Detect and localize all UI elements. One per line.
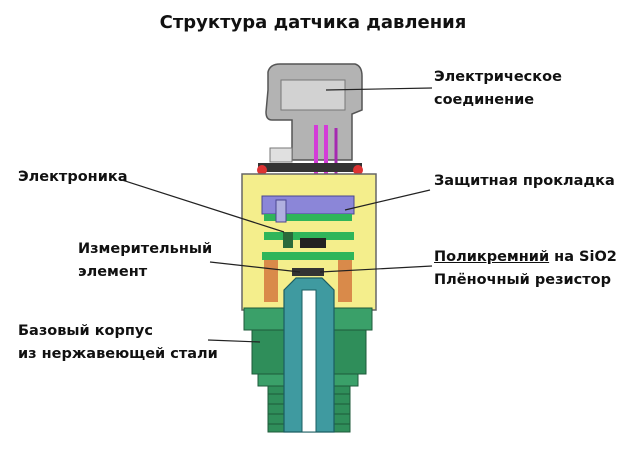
electronics-module	[261, 195, 355, 260]
spacer-left	[264, 260, 278, 302]
label-polysilicon-resistor: Поликремний на SiO2 Плёночный резистор	[434, 249, 617, 288]
label-measuring-element: Измерительный элемент	[78, 241, 213, 280]
leader-lines	[121, 87, 433, 343]
label-electrical-connection: Электрическое соединение	[434, 69, 562, 108]
measuring-element	[292, 268, 324, 276]
electrical-connector	[265, 63, 363, 163]
polysilicon-suffix: на SiO2	[549, 249, 617, 265]
gasket-ring	[258, 163, 362, 172]
label-protective-gasket: Защитная прокладка	[434, 173, 615, 189]
label-electronics: Электроника	[18, 169, 128, 185]
label-base-body: Базовый корпус из нержавеющей стали	[18, 323, 218, 362]
gasket-seal-left	[257, 165, 267, 175]
polysilicon-underlined: Поликремний	[434, 249, 550, 265]
pressure-port	[283, 277, 335, 433]
spacer-right	[338, 260, 352, 302]
gasket-seal-right	[353, 165, 363, 175]
diagram-title: Структура датчика давления	[159, 12, 467, 33]
